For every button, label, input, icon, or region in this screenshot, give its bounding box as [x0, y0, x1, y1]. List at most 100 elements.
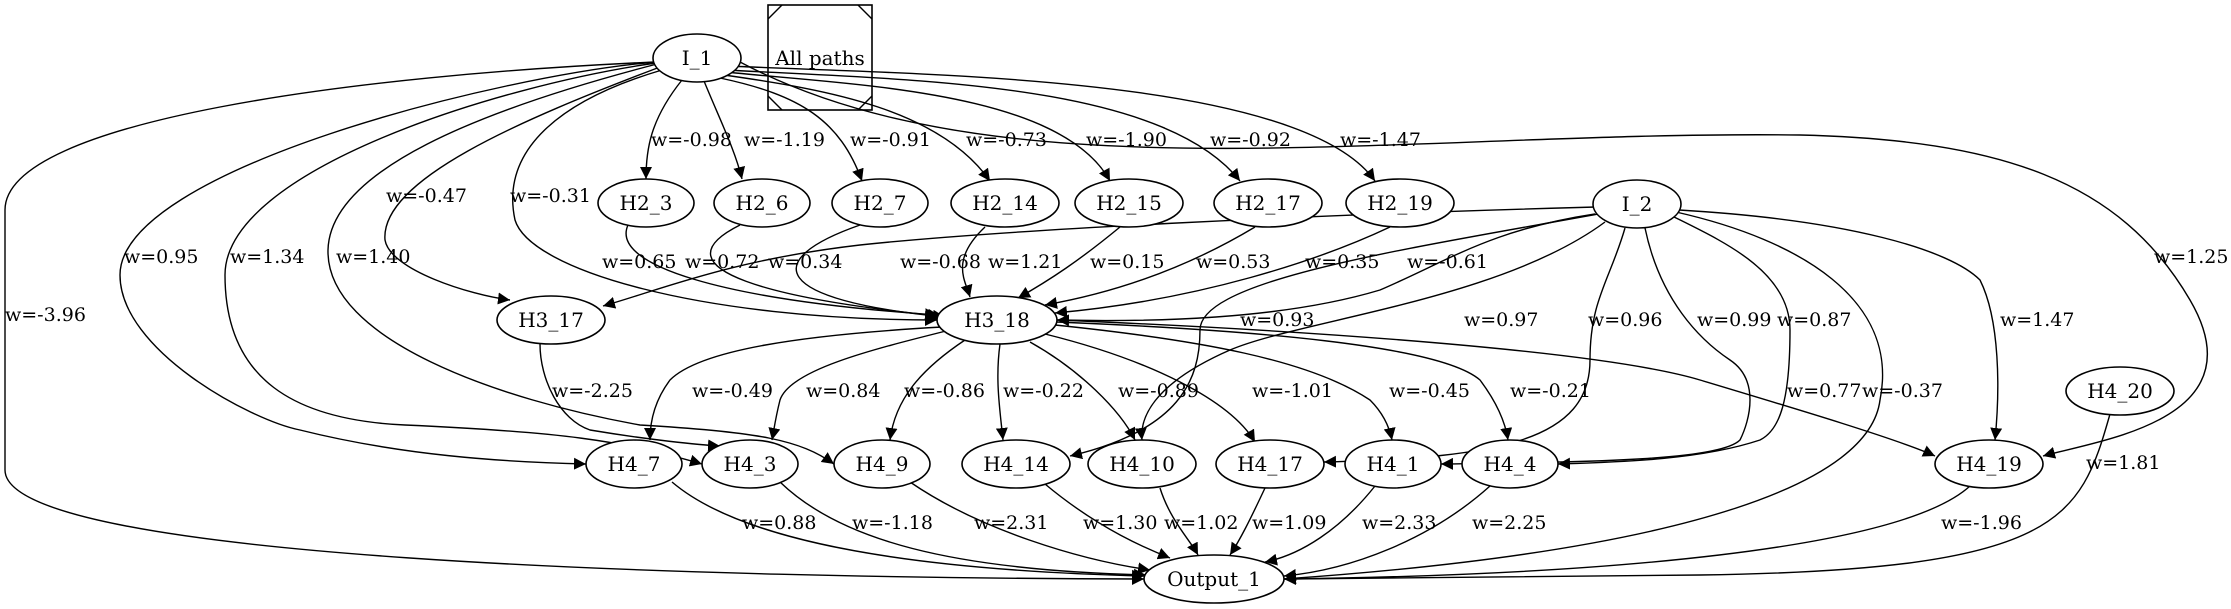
edge-weight-label: w=1.47	[2000, 309, 2075, 331]
edge-i_2-to-h4_14: w=0.93	[1069, 213, 1599, 460]
node-ellipse	[1143, 554, 1285, 604]
node-label: H4_17	[1237, 452, 1303, 476]
node-label: H3_17	[518, 308, 584, 332]
node-label: H2_14	[972, 191, 1038, 215]
edge-weight-label: w=0.15	[1090, 251, 1165, 273]
edge-h2_14-to-h3_18: w=1.21	[960, 226, 1063, 298]
node-i-2: I_2	[1592, 179, 1682, 229]
edge-h3_18-to-h4_14: w=-0.22	[995, 343, 1084, 441]
node-h2-15: H2_15	[1074, 178, 1184, 228]
edge-weight-label: w=2.33	[1362, 512, 1437, 534]
edge-line	[727, 65, 1376, 182]
edge-line	[640, 79, 683, 180]
edge-h4_20-to-output_1: w=1.81	[1283, 413, 2161, 585]
edge-weight-label: w=-1.01	[1252, 380, 1333, 402]
edge-line	[1283, 211, 1884, 585]
node-label: H2_17	[1235, 191, 1301, 215]
edge-h3_18-to-h4_3: w=0.84	[768, 329, 951, 441]
node-label: H4_1	[1367, 452, 1420, 476]
edge-weight-label: w=-0.68	[900, 251, 981, 273]
node-ellipse	[833, 439, 931, 489]
node-h2-17: H2_17	[1213, 178, 1323, 228]
edge-i_2-to-h4_20: w=1.47	[1678, 209, 2075, 441]
edge-i_1-to-h3_17: w=-0.47	[384, 66, 661, 305]
edge-line	[703, 80, 746, 180]
edge-weight-label: w=1.02	[1164, 512, 1239, 534]
edge-line	[739, 61, 2208, 459]
edge-line	[719, 77, 864, 182]
node-h4-3: H4_3	[701, 439, 799, 489]
edge-line	[327, 63, 835, 465]
node-h4-4: H4_4	[1461, 439, 1559, 489]
edge-weight-label: w=-1.19	[744, 129, 825, 151]
node-h4-9: H4_9	[833, 439, 931, 489]
node-label: H2_15	[1096, 191, 1162, 215]
node-ellipse	[950, 178, 1060, 228]
edge-h4_1-to-output_1: w=2.33	[1264, 485, 1437, 566]
edge-line	[1029, 341, 1136, 441]
edge-h4_4-to-output_1: w=2.25	[1283, 485, 1547, 581]
edge-weight-label: w=2.25	[1472, 512, 1547, 534]
edge-line	[671, 481, 1145, 582]
node-h4-20: H4_20	[2065, 366, 2175, 416]
node-ellipse	[1087, 439, 1197, 489]
node-i-1: I_1	[652, 33, 742, 83]
edge-h2_15-to-h3_18: w=0.15	[1017, 226, 1165, 299]
edge-i_1-to-h4_19: w=1.25	[739, 61, 2229, 459]
node-ellipse	[496, 295, 606, 345]
node-ellipse	[2065, 366, 2175, 416]
edge-i_1-to-h2_17: w=-0.92	[726, 69, 1291, 182]
edge-i_2-to-h4_1: w=0.99	[1440, 227, 1772, 470]
edge-h3_18-to-h4_9: w=-0.86	[885, 339, 985, 441]
node-h2-6: H2_6	[713, 178, 811, 228]
node-label: H4_10	[1109, 452, 1175, 476]
edge-line	[885, 339, 966, 441]
edge-line	[4, 61, 1145, 585]
node-label: H4_20	[2087, 379, 2153, 403]
node-label: H4_14	[983, 452, 1049, 476]
edge-line	[779, 481, 1147, 581]
edge-i_1-to-h2_7: w=-0.91	[719, 77, 931, 182]
node-ellipse	[652, 33, 742, 83]
edge-line	[512, 69, 938, 326]
edge-line	[995, 343, 1008, 441]
edge-line	[1054, 226, 1391, 318]
edge-h4_10-to-output_1: w=1.02	[1159, 487, 1239, 556]
edge-i_2-to-output_1: w=0.77	[1283, 211, 1884, 585]
edge-weight-label: w=1.30	[1083, 512, 1158, 534]
edge-line	[539, 343, 721, 452]
edge-weight-label: w=-1.47	[1340, 129, 1421, 151]
node-h4-7: H4_7	[585, 439, 683, 489]
edge-i_1-to-h4_3: w=1.34	[224, 62, 703, 467]
edge-line	[1229, 487, 1266, 556]
edge-line	[1323, 227, 1626, 468]
legend-label: All paths	[774, 46, 865, 70]
edge-weight-label: w=0.96	[1588, 309, 1663, 331]
edge-h2_17-to-h3_18: w=0.53	[1044, 226, 1271, 309]
edge-weight-label: w=0.77	[1787, 380, 1862, 402]
edge-line	[119, 61, 657, 470]
edge-h2_3-to-h3_18: w=0.65	[602, 224, 938, 321]
edge-i_1-to-h2_3: w=-0.98	[640, 79, 732, 180]
edge-i_2-to-h4_17: w=0.96	[1323, 227, 1663, 468]
edge-weight-label: w=0.65	[602, 251, 677, 273]
edge-i_2-to-h4_4: w=0.87	[1557, 213, 1852, 470]
edge-weight-label: w=1.25	[2154, 246, 2229, 268]
edge-line	[1283, 413, 2111, 585]
edge-line	[725, 71, 1111, 182]
edge-h3_18-to-h4_10: w=-0.89	[1029, 341, 1199, 441]
edge-i_1-to-h4_9: w=1.40	[327, 63, 835, 465]
edge-line	[1678, 209, 2003, 441]
edge-weight-label: w=-0.89	[1118, 380, 1199, 402]
edge-weight-label: w=0.95	[124, 246, 199, 268]
node-h4-17: H4_17	[1215, 439, 1325, 489]
node-ellipse	[1213, 178, 1323, 228]
node-ellipse	[585, 439, 683, 489]
edge-line	[644, 326, 943, 441]
node-ellipse	[701, 439, 799, 489]
edge-line	[1283, 485, 1971, 585]
node-h2-3: H2_3	[597, 178, 695, 228]
